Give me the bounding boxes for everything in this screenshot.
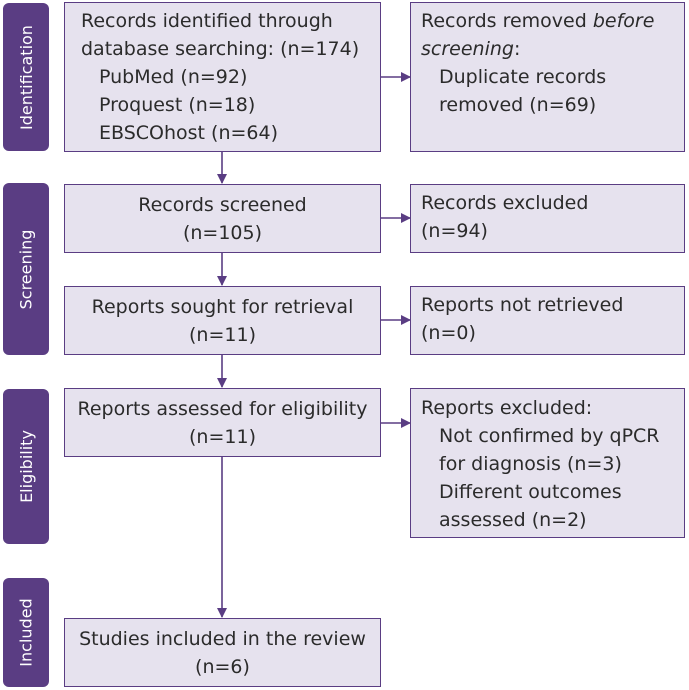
screened-count: (n=105)	[182, 222, 263, 244]
excluded-label: Records excluded	[421, 192, 589, 214]
removed-line1-text: Records removed	[421, 10, 593, 32]
removed-line2: screening:	[421, 35, 684, 63]
records-excluded-box: Records excluded (n=94)	[410, 184, 685, 253]
sought-count: (n=11)	[189, 324, 256, 346]
removed-line1-italic: before	[592, 10, 655, 32]
screened-label: Records screened	[138, 194, 307, 216]
included-label: Studies included in the review	[79, 628, 366, 650]
removed-line3: Duplicate records	[439, 66, 607, 88]
not-retrieved-count: (n=0)	[421, 322, 476, 344]
reports-sought-box: Reports sought for retrieval (n=11)	[64, 286, 381, 355]
reports-excluded-reason2b: assessed (n=2)	[439, 509, 587, 531]
reports-assessed-box: Reports assessed for eligibility (n=11)	[64, 388, 381, 457]
records-screened-box: Records screened (n=105)	[64, 184, 381, 253]
identified-proquest: Proquest (n=18)	[99, 94, 256, 116]
reports-excluded-box: Reports excluded: Not confirmed by qPCR …	[410, 388, 685, 538]
excluded-count: (n=94)	[421, 220, 488, 242]
phase-identification: Identification	[3, 3, 49, 151]
removed-line2-colon: :	[513, 38, 521, 60]
phase-eligibility: Eligibility	[3, 389, 49, 544]
identified-ebsco: EBSCOhost (n=64)	[99, 122, 279, 144]
identified-line2: database searching: (n=174)	[81, 38, 360, 60]
reports-excluded-reason1a: Not confirmed by qPCR	[439, 425, 660, 447]
reports-excluded-label: Reports excluded:	[421, 397, 593, 419]
not-retrieved-label: Reports not retrieved	[421, 294, 624, 316]
records-removed-box: Records removed before screening: Duplic…	[410, 2, 685, 152]
studies-included-box: Studies included in the review (n=6)	[64, 618, 381, 687]
included-count: (n=6)	[195, 656, 250, 678]
sought-label: Reports sought for retrieval	[91, 296, 354, 318]
reports-excluded-reason1b: for diagnosis (n=3)	[439, 453, 622, 475]
records-identified-box: Records identified through database sear…	[64, 2, 381, 152]
identified-line1: Records identified through	[81, 10, 333, 32]
identified-pubmed: PubMed (n=92)	[99, 66, 248, 88]
removed-line4: removed (n=69)	[439, 94, 597, 116]
reports-not-retrieved-box: Reports not retrieved (n=0)	[410, 286, 685, 355]
reports-excluded-reason2a: Different outcomes	[439, 481, 622, 503]
assessed-label: Reports assessed for eligibility	[77, 398, 368, 420]
removed-line2-italic: screening	[421, 38, 514, 60]
removed-line1: Records removed before	[421, 7, 684, 35]
phase-screening: Screening	[3, 183, 49, 355]
assessed-count: (n=11)	[189, 426, 256, 448]
phase-included: Included	[3, 578, 49, 687]
